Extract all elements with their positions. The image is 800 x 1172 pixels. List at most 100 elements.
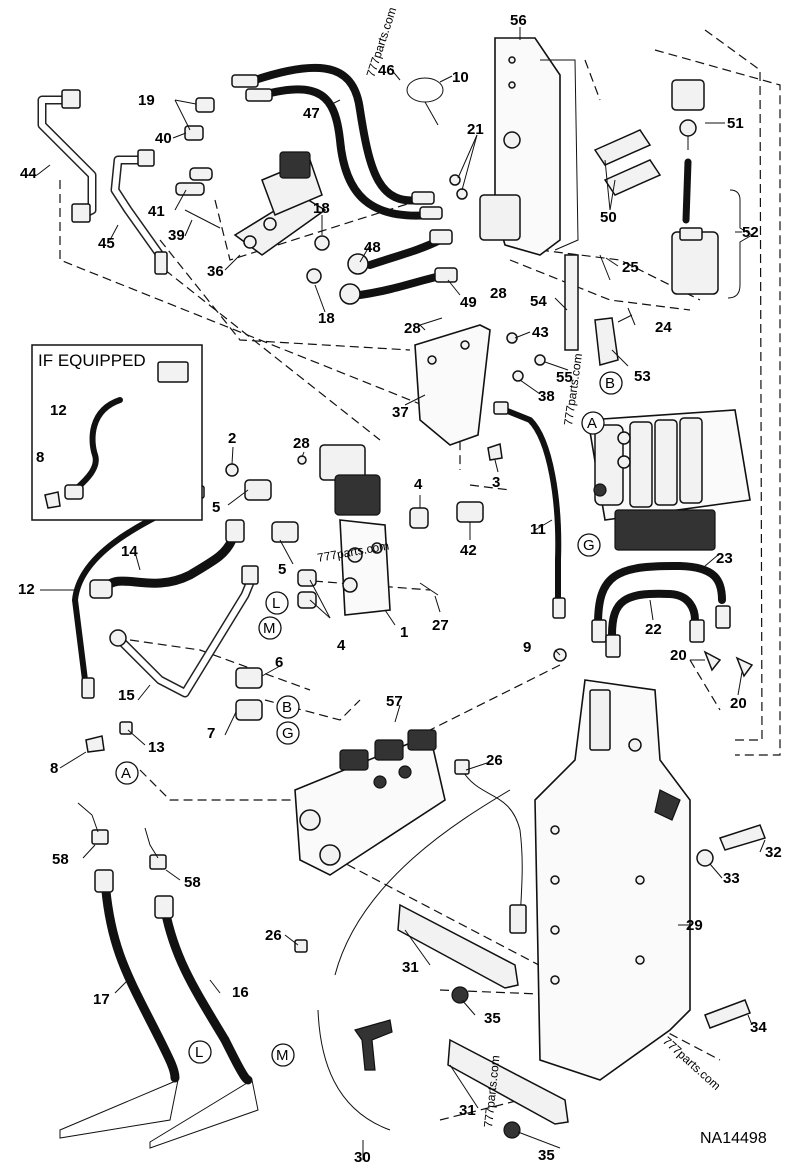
callout-46: 46 xyxy=(378,62,395,79)
callout-18-b: 18 xyxy=(318,310,335,327)
hose-14 xyxy=(89,519,245,599)
leader-lines xyxy=(36,27,766,1160)
callout-51: 51 xyxy=(727,115,744,132)
callout-20-a: 20 xyxy=(670,647,687,664)
callout-42: 42 xyxy=(460,542,477,559)
hose-12 xyxy=(72,485,205,753)
hose-11 xyxy=(493,401,567,662)
callout-24: 24 xyxy=(655,319,672,336)
callout-31-b: 31 xyxy=(459,1102,476,1119)
connection-letter-markers: A B G L M B G A L M xyxy=(115,371,623,1067)
watermark-5: 777parts.com xyxy=(660,1034,723,1093)
callout-23: 23 xyxy=(716,550,733,567)
callout-27: 27 xyxy=(432,617,449,634)
letter-B-lower: B xyxy=(282,699,292,716)
callout-7: 7 xyxy=(207,725,215,742)
fittings-small xyxy=(119,443,503,735)
callout-3: 3 xyxy=(492,474,500,491)
dashed-routing-lines xyxy=(59,29,781,1121)
callout-58-a: 58 xyxy=(52,851,69,868)
callout-11: 11 xyxy=(530,521,546,538)
solenoid-valve-36 xyxy=(233,151,327,256)
letter-M-center: M xyxy=(263,620,276,637)
callout-26-a: 26 xyxy=(486,752,503,769)
callout-4-b: 4 xyxy=(337,637,346,654)
callout-12-inset: 12 xyxy=(50,402,67,419)
hoses-16-17 xyxy=(59,802,259,1149)
callout-30: 30 xyxy=(354,1149,371,1166)
callout-38: 38 xyxy=(538,388,555,405)
wire-harness xyxy=(294,759,527,1131)
callout-12-main: 12 xyxy=(18,581,35,598)
callout-36: 36 xyxy=(207,263,224,280)
callout-48: 48 xyxy=(364,239,381,256)
callout-28-a: 28 xyxy=(490,285,507,302)
callout-44: 44 xyxy=(20,165,37,182)
callout-28-b: 28 xyxy=(404,320,421,337)
callout-28-c: 28 xyxy=(293,435,310,452)
callout-6: 6 xyxy=(275,654,283,671)
callout-10: 10 xyxy=(452,69,469,86)
callout-25: 25 xyxy=(622,259,639,276)
letter-B-top: B xyxy=(605,375,615,392)
callout-53: 53 xyxy=(634,368,651,385)
callout-17: 17 xyxy=(93,991,110,1008)
callout-52: 52 xyxy=(742,224,759,241)
fitting-51 xyxy=(671,79,705,150)
callout-22: 22 xyxy=(645,621,662,638)
callout-37: 37 xyxy=(392,404,409,421)
bracket-56 xyxy=(449,37,579,256)
mounting-plate-37 xyxy=(414,324,491,446)
upper-hoses xyxy=(231,63,458,305)
callout-55: 55 xyxy=(556,369,573,386)
callout-54: 54 xyxy=(530,293,547,310)
callout-20-b: 20 xyxy=(730,695,747,712)
tube-15 xyxy=(109,565,259,698)
callout-8-inset: 8 xyxy=(36,449,44,466)
letter-M-lower: M xyxy=(276,1047,289,1064)
callout-16: 16 xyxy=(232,984,249,1001)
callout-31-a: 31 xyxy=(402,959,419,976)
callout-2: 2 xyxy=(228,430,236,447)
callout-numbers: 1 2 3 4 4 5 5 6 7 8 8 9 10 11 12 12 13 1… xyxy=(18,12,782,1166)
fittings-19-40-41 xyxy=(175,97,221,229)
letter-L-lower: L xyxy=(195,1044,203,1061)
callout-8-main: 8 xyxy=(50,760,58,777)
callout-21: 21 xyxy=(467,121,484,138)
callout-29: 29 xyxy=(686,917,703,934)
callout-32: 32 xyxy=(765,844,782,861)
bolts-32-34 xyxy=(451,824,766,1139)
tube-45 xyxy=(110,149,168,275)
callout-1: 1 xyxy=(400,624,408,641)
letter-L-center: L xyxy=(272,595,280,612)
letter-G-lower: G xyxy=(282,725,294,742)
callout-13: 13 xyxy=(148,739,165,756)
inset-title: IF EQUIPPED xyxy=(38,351,146,370)
arms-31 xyxy=(397,903,569,1125)
tube-44 xyxy=(37,89,97,223)
callout-49: 49 xyxy=(460,294,477,311)
callout-35-a: 35 xyxy=(484,1010,501,1027)
letter-A-top: A xyxy=(587,415,597,432)
callout-41: 41 xyxy=(148,203,165,220)
cable-tie-10 xyxy=(406,77,444,126)
diagram-code: NA14498 xyxy=(700,1130,767,1147)
letter-A-lower: A xyxy=(121,765,131,782)
callout-15: 15 xyxy=(118,687,135,704)
callout-18-a: 18 xyxy=(313,200,330,217)
watermark-2: 777parts.com xyxy=(561,352,585,426)
callout-5-a: 5 xyxy=(212,499,220,516)
couplers-50 xyxy=(593,129,662,196)
callout-35-b: 35 xyxy=(538,1147,555,1164)
callout-57: 57 xyxy=(386,693,403,710)
callout-43: 43 xyxy=(532,324,549,341)
callout-4-a: 4 xyxy=(414,476,423,493)
callout-45: 45 xyxy=(98,235,115,252)
frame-29 xyxy=(534,679,691,1081)
callout-5-b: 5 xyxy=(278,561,286,578)
callout-40: 40 xyxy=(155,130,172,147)
callout-56: 56 xyxy=(510,12,527,29)
letter-G-top: G xyxy=(583,537,595,554)
callout-39: 39 xyxy=(168,227,185,244)
